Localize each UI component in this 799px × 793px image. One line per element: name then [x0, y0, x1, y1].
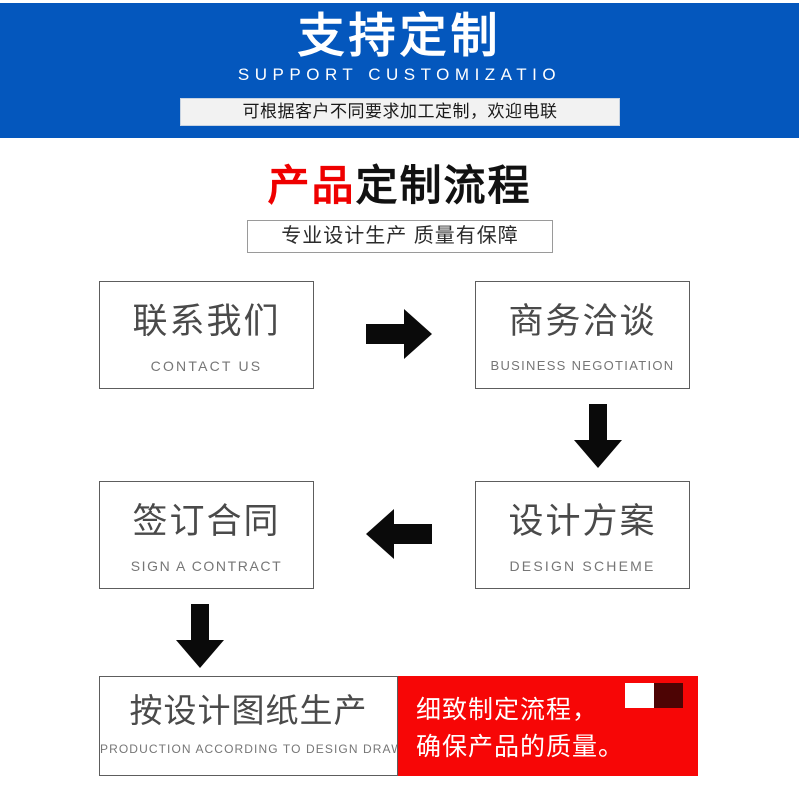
flow-step-sign-contract-en: SIGN A CONTRACT: [130, 558, 283, 574]
flow-step-sign-contract-cn: 签订合同: [132, 502, 281, 541]
flow-step-design: 设计方案 DESIGN SCHEME: [475, 481, 690, 589]
page-title-accent: 产品: [267, 162, 356, 209]
banner-subtitle: SUPPORT CUSTOMIZATIO: [237, 65, 562, 84]
flow-step-contact-cn: 联系我们: [132, 302, 281, 341]
flow-step-negotiation-en: BUSINESS NEGOTIATION: [490, 358, 675, 373]
arrow-down-icon: [572, 402, 624, 470]
flow-step-production: 按设计图纸生产 PRODUCTION ACCORDING TO DESIGN D…: [99, 676, 398, 776]
decoration-square-dark: [654, 683, 683, 708]
callout-text: 细致制定流程， 确保产品的质量。: [416, 692, 624, 766]
page-title: 产品定制流程: [0, 152, 799, 213]
callout-line-2: 确保产品的质量。: [416, 733, 625, 761]
flow-step-production-cn: 按设计图纸生产: [129, 692, 368, 729]
flow-step-contact-en: CONTACT US: [150, 358, 263, 374]
decoration-square-light: [625, 683, 654, 708]
callout-line-1: 细致制定流程，: [416, 696, 599, 724]
flow-step-negotiation: 商务洽谈 BUSINESS NEGOTIATION: [475, 281, 690, 389]
flow-step-production-en: PRODUCTION ACCORDING TO DESIGN DRAWINGS: [100, 742, 397, 756]
banner-tagline: 可根据客户不同要求加工定制，欢迎电联: [180, 98, 620, 126]
banner-title: 支持定制: [297, 9, 502, 62]
flow-step-design-cn: 设计方案: [508, 502, 657, 541]
arrow-right-icon: [364, 306, 434, 362]
flow-step-contact: 联系我们 CONTACT US: [99, 281, 314, 389]
arrow-down-icon: [174, 602, 226, 670]
flow-step-sign-contract: 签订合同 SIGN A CONTRACT: [99, 481, 314, 589]
callout-panel: 细致制定流程， 确保产品的质量。: [398, 676, 698, 776]
arrow-left-icon: [364, 506, 434, 562]
page-title-plain: 定制流程: [355, 162, 532, 209]
flow-step-negotiation-cn: 商务洽谈: [508, 302, 657, 341]
flow-step-design-en: DESIGN SCHEME: [509, 558, 656, 574]
page-subtitle: 专业设计生产 质量有保障: [247, 220, 553, 253]
header-banner: 支持定制 SUPPORT CUSTOMIZATIO 可根据客户不同要求加工定制，…: [0, 3, 799, 138]
